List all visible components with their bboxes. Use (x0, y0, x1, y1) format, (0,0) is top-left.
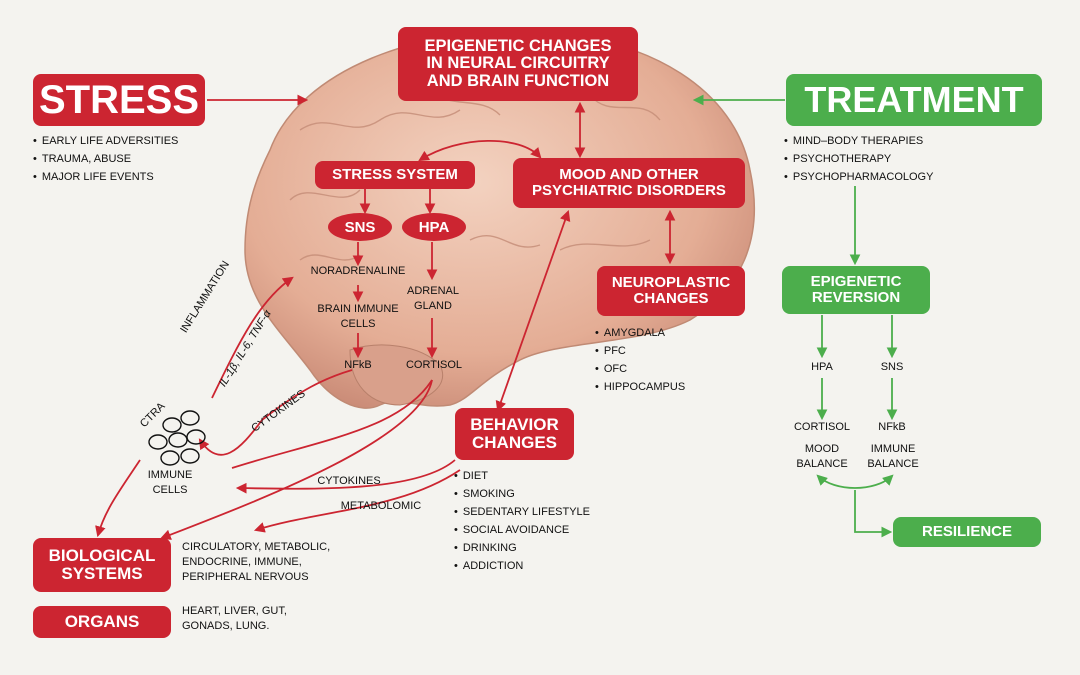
organs-box: ORGANS (33, 606, 171, 638)
behavior-changes-box: BEHAVIOR CHANGES (455, 408, 574, 460)
behavior-item: DIET (454, 467, 590, 485)
immune-cells-illustration (148, 410, 206, 466)
mood-disorders-box: MOOD AND OTHER PSYCHIATRIC DISORDERS (513, 158, 745, 208)
mood-balance-label: MOOD BALANCE (796, 443, 848, 470)
behavior-item: SOCIAL AVOIDANCE (454, 521, 590, 539)
epigenetic-changes-box: EPIGENETIC CHANGES IN NEURAL CIRCUITRY A… (398, 27, 638, 101)
behavior-item: ADDICTION (454, 557, 590, 575)
treatment-option-item: PSYCHOPHARMACOLOGY (784, 168, 934, 186)
cortisol-label: CORTISOL (405, 359, 463, 371)
behaviors-list: DIET SMOKING SEDENTARY LIFESTYLE SOCIAL … (454, 467, 590, 575)
brain-region-item: OFC (595, 360, 685, 378)
immune-balance-label: IMMUNE BALANCE (867, 443, 919, 470)
noradrenaline-label: NORADRENALINE (310, 265, 406, 277)
reversion-cortisol-label: CORTISOL (793, 421, 851, 433)
brain-region-item: HIPPOCAMPUS (595, 378, 685, 396)
nfkb-label: NFkB (344, 359, 372, 371)
immune-cells-label: IMMUNE CELLS (147, 469, 193, 496)
treatment-option-item: PSYCHOTHERAPY (784, 150, 933, 168)
stress-factor-item: TRAUMA, ABUSE (33, 150, 178, 168)
behavior-item: SMOKING (454, 485, 590, 503)
brain-region-item: AMYGDALA (595, 324, 685, 342)
metabolomic-label: METABOLOMIC (340, 500, 422, 512)
stress-system-box: STRESS SYSTEM (315, 161, 475, 189)
treatment-title: TREATMENT (786, 74, 1042, 126)
treatment-options-list: MIND–BODY THERAPIES PSYCHOTHERAPY PSYCHO… (784, 132, 934, 186)
biological-systems-desc: CIRCULATORY, METABOLIC, ENDOCRINE, IMMUN… (182, 541, 331, 583)
stress-title: STRESS (33, 74, 205, 126)
biological-systems-box: BIOLOGICAL SYSTEMS (33, 538, 171, 592)
adrenal-gland-label: ADRENAL GLAND (407, 285, 459, 312)
epigenetic-reversion-box: EPIGENETIC REVERSION (782, 266, 930, 314)
behavior-item: DRINKING (454, 539, 590, 557)
sns-pill: SNS (328, 213, 392, 241)
brain-regions-list: AMYGDALA PFC OFC HIPPOCAMPUS (595, 324, 685, 396)
hpa-pill: HPA (402, 213, 466, 241)
stress-factor-item: EARLY LIFE ADVERSITIES (33, 132, 179, 150)
reversion-hpa-label: HPA (811, 361, 833, 373)
brain-region-item: PFC (595, 342, 685, 360)
resilience-box: RESILIENCE (893, 517, 1041, 547)
treatment-option-item: MIND–BODY THERAPIES (784, 132, 933, 150)
organs-desc: HEART, LIVER, GUT, GONADS, LUNG. (182, 605, 287, 632)
reversion-nfkb-label: NFkB (878, 421, 906, 433)
stress-factors-list: EARLY LIFE ADVERSITIES TRAUMA, ABUSE MAJ… (33, 132, 179, 186)
behavior-item: SEDENTARY LIFESTYLE (454, 503, 590, 521)
cytokines-lower-label: CYTOKINES (317, 475, 381, 487)
stress-factor-item: MAJOR LIFE EVENTS (33, 168, 178, 186)
reversion-sns-label: SNS (880, 361, 904, 373)
brain-immune-cells-label: BRAIN IMMUNE CELLS (317, 303, 399, 330)
neuroplastic-changes-box: NEUROPLASTIC CHANGES (597, 266, 745, 316)
